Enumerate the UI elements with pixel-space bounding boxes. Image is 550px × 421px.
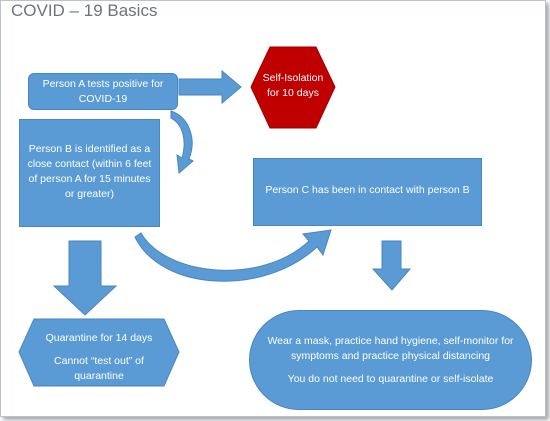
wear-mask-label: Wear a mask, practice hand hygiene, self… xyxy=(267,335,514,362)
person-a-box: Person A tests positive for COVID-19 xyxy=(28,73,178,110)
self-isolation-hexagon xyxy=(250,46,336,129)
arrow-down-to-wear xyxy=(371,240,412,291)
person-c-label: Person C has been in contact with person… xyxy=(265,184,470,196)
quarantine-label-2: Cannot “test out” of quarantine xyxy=(54,355,144,382)
person-b-box: Person B is identified as a close contac… xyxy=(19,119,160,227)
wear-mask-box: Wear a mask, practice hand hygiene, self… xyxy=(249,310,532,410)
quarantine-hexagon xyxy=(18,318,180,387)
connectors xyxy=(18,46,412,387)
arrow-right-to-isolation xyxy=(178,69,242,105)
page-title: COVID – 19 Basics xyxy=(11,1,158,20)
person-a-label: Person A tests positive for COVID-19 xyxy=(42,78,164,105)
curved-arrow-b-to-c xyxy=(134,229,332,282)
person-c-box: Person C has been in contact with person… xyxy=(253,158,482,226)
arrow-down-to-quarantine xyxy=(52,240,118,316)
person-b-label: Person B is identified as a close contac… xyxy=(27,143,152,200)
curved-arrow-a-to-b xyxy=(170,110,194,174)
no-quarantine-label: You do not need to quarantine or self-is… xyxy=(287,373,494,385)
self-isolation-label: Self-Isolation for 10 days xyxy=(262,72,324,99)
quarantine-label-1: Quarantine for 14 days xyxy=(45,332,153,344)
